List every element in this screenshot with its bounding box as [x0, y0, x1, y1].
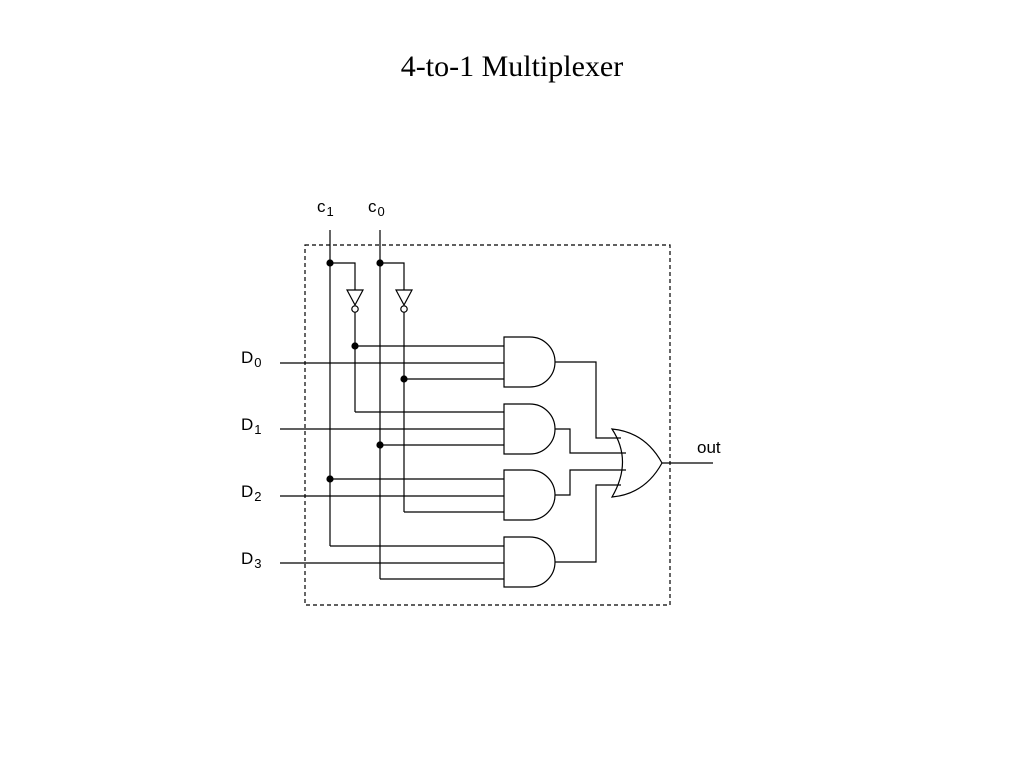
or-gate [610, 428, 663, 498]
and-gate-2-inputs [280, 478, 504, 513]
and-1-to-or-wire [555, 428, 626, 454]
and-gate-3-inputs [280, 545, 504, 580]
and-2-to-or-wire [555, 469, 626, 496]
and-gate-0-inputs [280, 345, 504, 380]
data-input-label-d2: D2 [241, 482, 262, 504]
and-gate-1-inputs [280, 411, 504, 446]
junction-dot [326, 259, 334, 267]
junction-dot [400, 375, 408, 383]
junction-dot [351, 342, 359, 350]
and-3-to-or-wire [555, 484, 621, 563]
not-gate-c1 [346, 289, 364, 313]
data-input-label-d3: D3 [241, 549, 262, 571]
data-input-label-d0: D0 [241, 348, 262, 370]
select-label-c0: c0 [368, 197, 385, 219]
mux-boundary-box [304, 244, 671, 606]
data-input-label-d1: D1 [241, 415, 262, 437]
select-label-c1: c1 [317, 197, 334, 219]
and-gate-0 [503, 336, 556, 388]
c0-inverter-feed [380, 262, 405, 512]
not-gate-c0 [395, 289, 413, 313]
junction-dot [326, 475, 334, 483]
and-gate-3 [503, 536, 556, 588]
slide-title: 4-to-1 Multiplexer [400, 50, 624, 83]
and-0-to-or-wire [555, 361, 621, 439]
and-gate-2 [503, 469, 556, 521]
junction-dot [376, 441, 384, 449]
junction-dot [376, 259, 384, 267]
c1-inverter-feed [330, 262, 356, 412]
and-gate-1 [503, 403, 556, 455]
output-label: out [697, 438, 721, 457]
